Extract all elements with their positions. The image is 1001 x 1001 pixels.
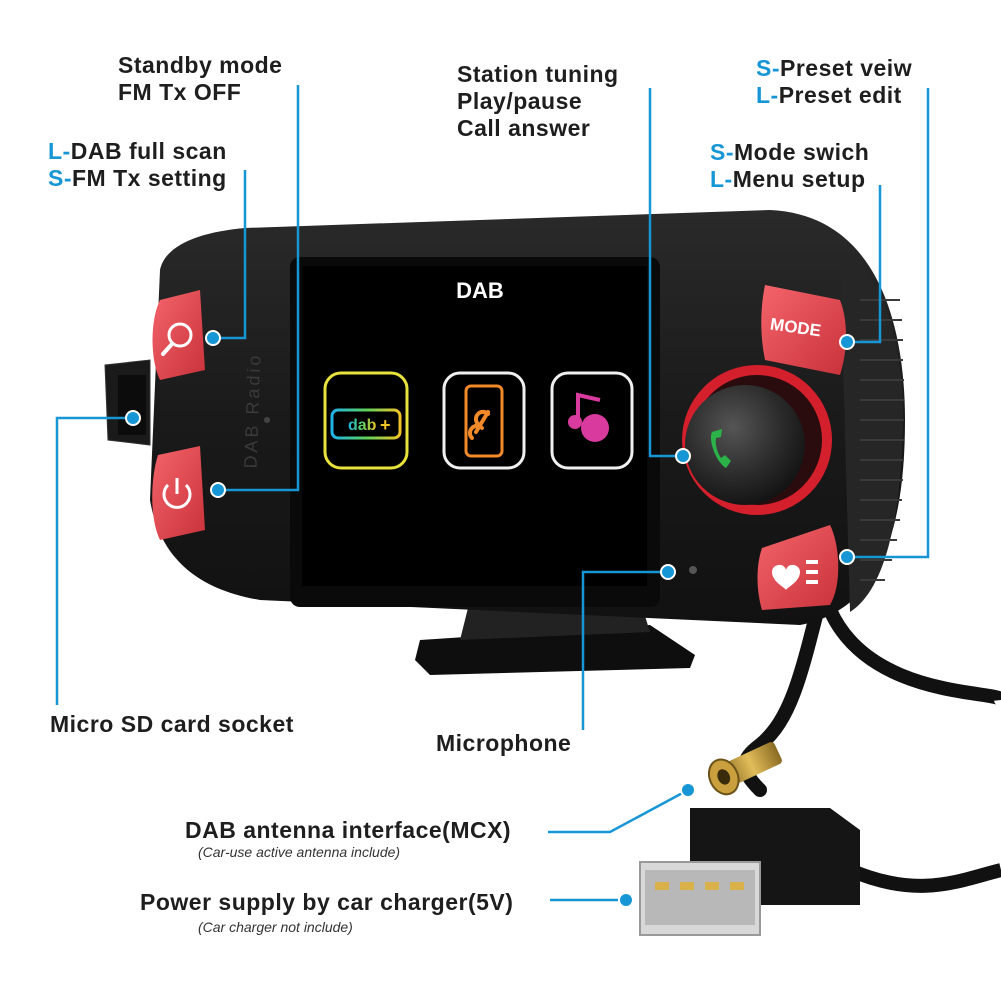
dab-plus-icon: dab + bbox=[323, 371, 409, 470]
power-button bbox=[152, 446, 205, 540]
fm-tx-prefix: S- bbox=[48, 165, 72, 191]
callout-dots bbox=[125, 330, 855, 908]
callout-tuning: Station tuning Play/pause Call answer bbox=[457, 61, 619, 142]
usb-cable bbox=[847, 863, 1001, 893]
tuning-knob bbox=[682, 365, 832, 515]
callout-sd-card: Micro SD card socket bbox=[50, 711, 294, 737]
side-engraving: DAB Radio bbox=[240, 352, 265, 469]
dab-scan-prefix: L- bbox=[48, 138, 71, 164]
screen-title: DAB bbox=[456, 278, 504, 303]
mode-switch-text: Mode swich bbox=[734, 139, 870, 165]
callout-antenna: DAB antenna interface(MCX) bbox=[185, 817, 512, 843]
ridged-cap bbox=[840, 255, 904, 612]
sd-card bbox=[104, 359, 151, 446]
phone-link-icon bbox=[442, 371, 526, 470]
tuning-line1: Station tuning bbox=[457, 61, 619, 87]
dab-scan-text: DAB full scan bbox=[70, 138, 227, 164]
usb-plug bbox=[639, 808, 860, 936]
search-button bbox=[152, 290, 205, 380]
music-icon bbox=[550, 371, 634, 470]
antenna-note: (Car-use active antenna include) bbox=[198, 844, 401, 860]
standby-line1: Standby mode bbox=[118, 52, 283, 78]
mode-switch-prefix: S- bbox=[710, 139, 734, 165]
preset-view-prefix: S- bbox=[756, 55, 780, 81]
standby-line2: FM Tx OFF bbox=[118, 79, 242, 105]
power-note: (Car charger not include) bbox=[198, 919, 353, 935]
microphone-hole bbox=[689, 566, 697, 574]
preset-view-text: Preset veiw bbox=[780, 55, 913, 81]
svg-text:+: + bbox=[380, 415, 391, 435]
callout-preset: S-Preset veiw L-Preset edit bbox=[756, 55, 912, 109]
callout-lines bbox=[55, 85, 930, 902]
tuning-line3: Call answer bbox=[457, 115, 591, 141]
preset-edit-prefix: L- bbox=[756, 82, 779, 108]
menu-setup-prefix: L- bbox=[710, 166, 733, 192]
callout-microphone: Microphone bbox=[436, 730, 572, 756]
menu-setup-text: Menu setup bbox=[732, 166, 866, 192]
tuning-line2: Play/pause bbox=[457, 88, 583, 114]
callout-power: Power supply by car charger(5V) bbox=[140, 889, 514, 915]
mode-button bbox=[761, 285, 846, 375]
dab-icon-text: dab bbox=[348, 417, 377, 434]
cable bbox=[823, 606, 1001, 707]
fm-tx-text: FM Tx setting bbox=[72, 165, 227, 191]
callout-standby: Standby mode FM Tx OFF bbox=[118, 52, 282, 106]
preset-edit-text: Preset edit bbox=[778, 82, 902, 108]
callout-mode: S-Mode swich L-Menu setup bbox=[710, 139, 869, 193]
mcx-connector bbox=[707, 741, 782, 796]
preset-button bbox=[757, 525, 839, 610]
callout-dab-scan: L-DAB full scan S-FM Tx setting bbox=[48, 138, 227, 192]
